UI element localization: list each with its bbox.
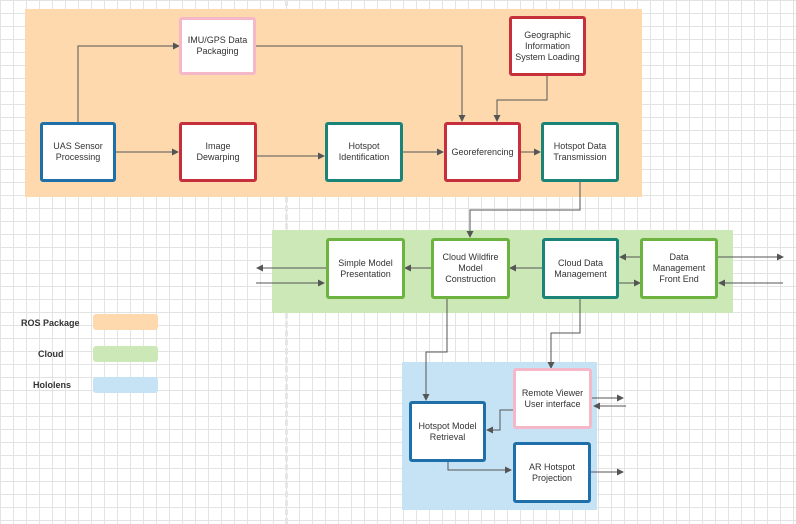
- node-georeferencing[interactable]: Georeferencing: [444, 122, 521, 182]
- legend-swatch-cloud: [93, 346, 158, 362]
- node-hotspot-identification[interactable]: Hotspot Identification: [325, 122, 403, 182]
- node-image-dewarping-label: Image Dewarping: [196, 141, 240, 162]
- node-remote-viewer[interactable]: Remote Viewer User interface: [513, 368, 592, 429]
- node-data-management-front-end-label: Data Management Front End: [652, 252, 706, 284]
- node-image-dewarping[interactable]: Image Dewarping: [179, 122, 257, 182]
- legend-swatch-ros-package: [93, 314, 158, 330]
- node-simple-model-label: Simple Model Presentation: [338, 257, 393, 279]
- node-remote-viewer-label: Remote Viewer User interface: [521, 387, 584, 409]
- node-geographic-info-label: Geographic Information System Loading: [515, 29, 580, 62]
- node-hotspot-transmission[interactable]: Hotspot Data Transmission: [541, 122, 619, 182]
- node-cloud-wildfire-label: Cloud Wildfire Model Construction: [442, 252, 499, 284]
- node-data-management-front-end[interactable]: Data Management Front End: [640, 238, 718, 299]
- legend-label-cloud: Cloud: [38, 349, 64, 359]
- node-simple-model[interactable]: Simple Model Presentation: [326, 238, 405, 299]
- node-hotspot-transmission-label: Hotspot Data Transmission: [553, 141, 607, 162]
- node-cloud-data-management[interactable]: Cloud Data Management: [542, 238, 619, 299]
- node-imu-gps-label: IMU/GPS Data Packaging: [187, 35, 248, 56]
- node-ar-projection-label: AR Hotspot Projection: [528, 461, 576, 483]
- node-geographic-info[interactable]: Geographic Information System Loading: [509, 16, 586, 76]
- node-imu-gps[interactable]: IMU/GPS Data Packaging: [179, 17, 256, 75]
- node-cloud-data-management-label: Cloud Data Management: [554, 257, 607, 279]
- legend-label-hololens: Hololens: [33, 380, 72, 390]
- legend-swatch-hololens: [93, 377, 158, 393]
- node-ar-projection[interactable]: AR Hotspot Projection: [513, 442, 591, 503]
- legend-label-ros-package: ROS Package: [21, 318, 80, 328]
- node-hotspot-model-retrieval-label: Hotspot Model Retrieval: [418, 420, 477, 442]
- node-cloud-wildfire[interactable]: Cloud Wildfire Model Construction: [431, 238, 510, 299]
- node-hotspot-identification-label: Hotspot Identification: [338, 141, 390, 162]
- node-hotspot-model-retrieval[interactable]: Hotspot Model Retrieval: [409, 401, 486, 462]
- node-uas-sensor-label: UAS Sensor Processing: [53, 141, 103, 162]
- node-uas-sensor[interactable]: UAS Sensor Processing: [40, 122, 116, 182]
- node-georeferencing-label: Georeferencing: [451, 146, 514, 157]
